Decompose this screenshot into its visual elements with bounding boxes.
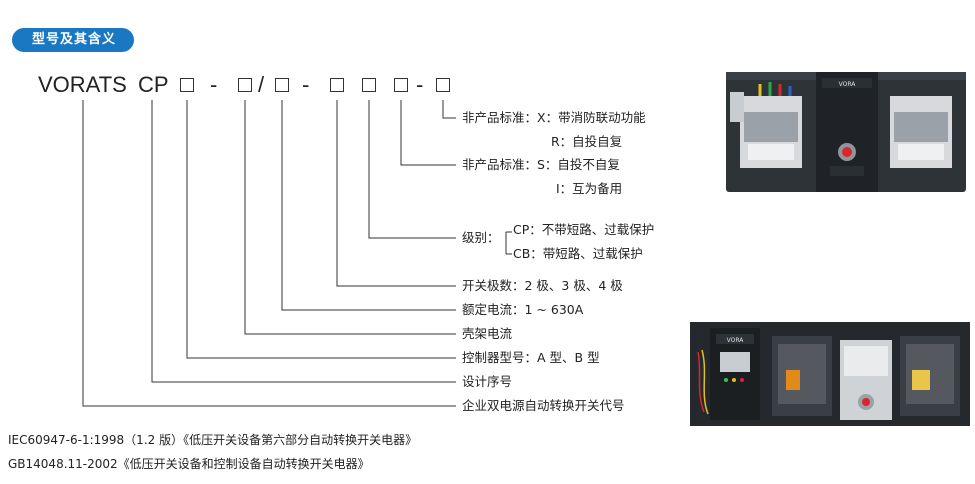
bottom-photo-brand: VORA bbox=[727, 337, 745, 344]
label-non-std-x: 非产品标准：X：带消防联动功能 bbox=[462, 110, 646, 125]
standard-iec: IEC60947-6-1:1998（1.2 版）《低压开关设备第六部分自动转换开… bbox=[8, 433, 418, 447]
code-box-controller bbox=[180, 78, 194, 92]
code-dash-3: - bbox=[416, 72, 424, 97]
code-box-nonstd-s bbox=[394, 78, 408, 92]
product-photo-top: VORA bbox=[720, 66, 970, 196]
code-box-frame bbox=[238, 78, 252, 92]
section-title-badge: 型号及其含义 bbox=[12, 28, 135, 52]
label-controller-type: 控制器型号：A 型、B 型 bbox=[462, 350, 600, 365]
label-level-cb: CB：带短路、过载保护 bbox=[513, 246, 643, 261]
label-level-cp: CP：不带短路、过载保护 bbox=[513, 222, 655, 237]
standard-gb: GB14048.11-2002《低压开关设备和控制设备自动转换开关电器》 bbox=[8, 457, 370, 471]
label-frame-current: 壳架电流 bbox=[462, 326, 513, 341]
product-photo-bottom: VORA bbox=[690, 322, 970, 426]
label-rated-current: 额定电流：1 ~ 630A bbox=[462, 302, 584, 317]
model-prefix: VORATS bbox=[38, 72, 127, 97]
label-non-std-i: I：互为备用 bbox=[556, 181, 623, 196]
label-design-no: 设计序号 bbox=[462, 374, 513, 389]
code-dash-2: - bbox=[302, 72, 310, 97]
label-poles: 开关极数：2 极、3 极、4 极 bbox=[462, 278, 623, 293]
code-box-nonstd-x bbox=[436, 78, 450, 92]
label-company-code: 企业双电源自动转换开关代号 bbox=[462, 398, 625, 413]
top-photo-brand: VORA bbox=[839, 81, 857, 88]
code-dash-1: - bbox=[210, 72, 218, 97]
label-level: 级别： bbox=[462, 230, 500, 245]
code-slash: / bbox=[258, 72, 265, 97]
label-non-std-s: 非产品标准：S：自投不自复 bbox=[462, 157, 620, 172]
code-box-poles bbox=[330, 78, 344, 92]
code-box-rated bbox=[275, 78, 289, 92]
code-box-level bbox=[362, 78, 376, 92]
model-series: CP bbox=[138, 72, 169, 97]
label-non-std-r: R：自投自复 bbox=[551, 134, 623, 149]
